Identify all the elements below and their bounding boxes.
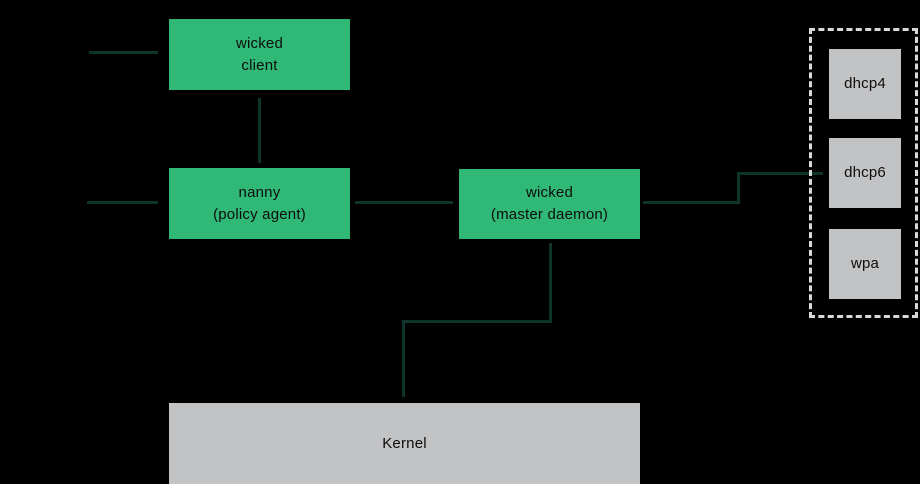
supplicants-group-border: [809, 28, 918, 318]
node-nanny: nanny (policy agent): [169, 168, 350, 239]
node-wpa-label: wpa: [850, 255, 880, 272]
connector-wicked-master-to-supplicants-seg3: [737, 172, 823, 175]
node-wicked-master-daemon: wicked (master daemon): [459, 169, 640, 239]
node-kernel-label: Kernel: [382, 434, 427, 452]
node-wicked-client-label: wicked client: [235, 34, 284, 74]
node-dhcp6: dhcp6: [829, 138, 901, 208]
connector-wicked-master-to-kernel-seg2: [402, 320, 552, 323]
node-dhcp6-label: dhcp6: [844, 164, 886, 181]
connector-wicked-master-to-supplicants-seg1: [643, 201, 740, 204]
connector-wicked-master-to-kernel-seg3: [402, 320, 405, 397]
node-wicked-client: wicked client: [169, 19, 350, 90]
node-kernel: Kernel: [169, 403, 640, 484]
connector-wicked-master-to-kernel-seg1: [549, 243, 552, 323]
connector-left-stub-to-nanny: [87, 201, 158, 204]
connector-left-stub-to-wicked-client: [89, 51, 158, 54]
node-dhcp4-label: dhcp4: [844, 75, 886, 92]
node-wpa: wpa: [829, 229, 901, 299]
connector-wicked-master-to-supplicants-seg2: [737, 172, 740, 204]
node-wicked-master-daemon-label: wicked (master daemon): [490, 184, 609, 223]
node-nanny-label: nanny (policy agent): [213, 183, 306, 223]
connector-wicked-client-to-nanny: [258, 98, 261, 163]
node-dhcp4: dhcp4: [829, 49, 901, 119]
connector-nanny-to-wicked-master: [355, 201, 453, 204]
